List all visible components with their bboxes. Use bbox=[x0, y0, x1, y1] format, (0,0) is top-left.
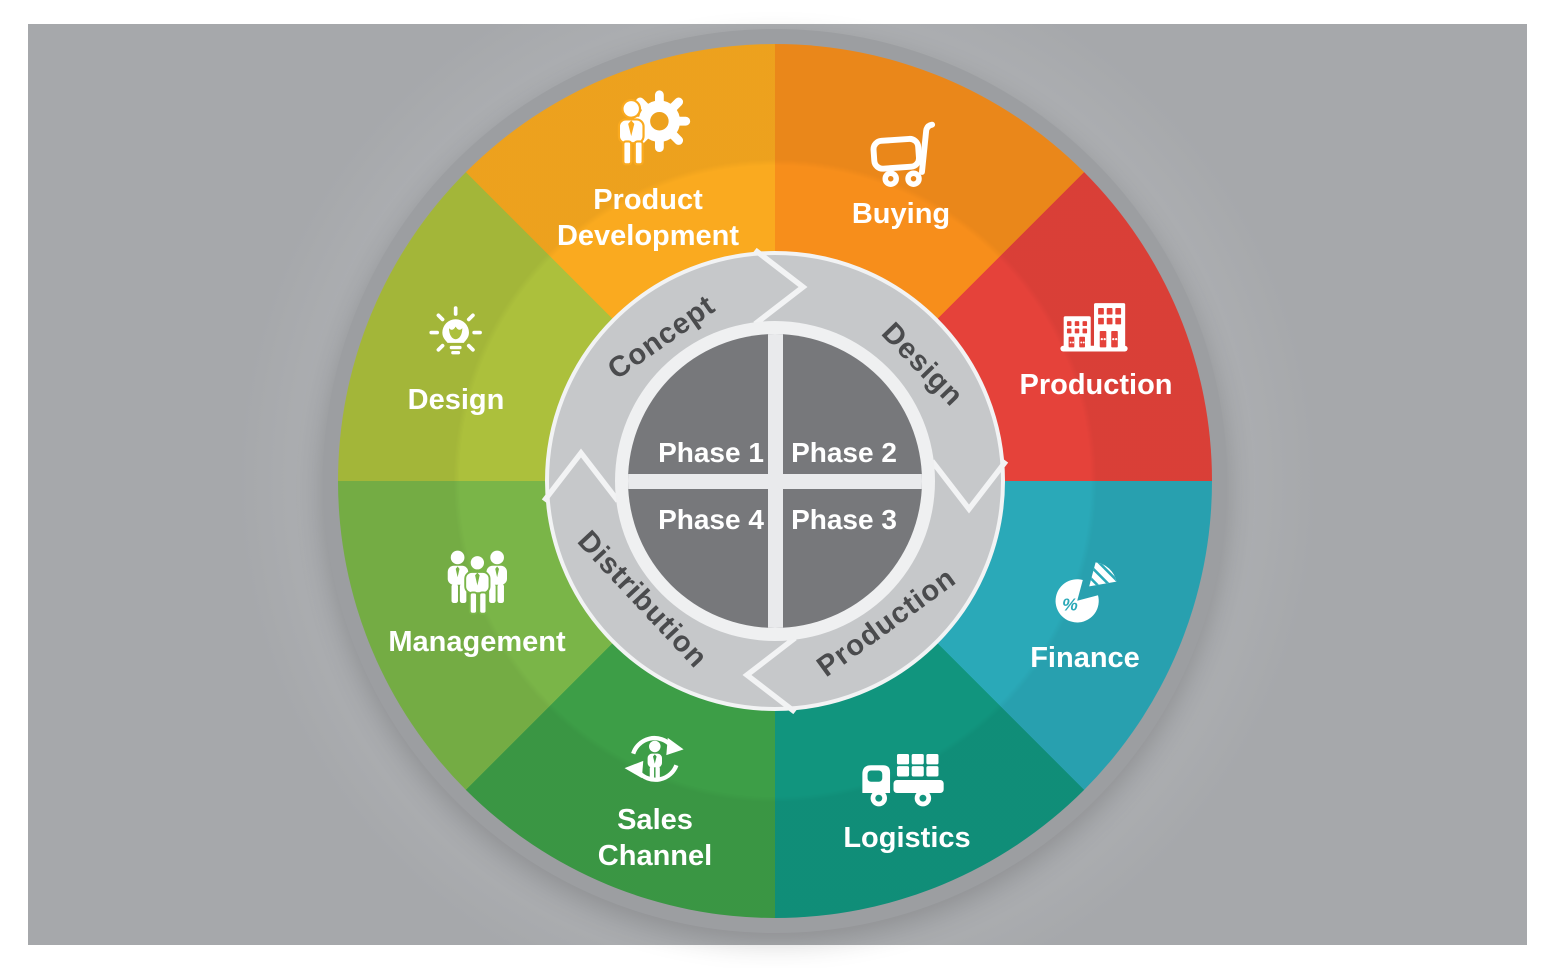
segment-label-line: Development bbox=[556, 220, 740, 252]
person-cycle-icon bbox=[624, 735, 684, 782]
segment-label: Production bbox=[1019, 367, 1172, 403]
arrow-chevron-icon bbox=[932, 461, 1006, 509]
pie-chart-icon: % bbox=[1055, 562, 1117, 623]
hub-divider-vertical bbox=[768, 334, 783, 628]
segment-label-line: Product bbox=[593, 184, 703, 216]
segment-production: Production bbox=[1019, 298, 1173, 403]
segment-buying: Buying bbox=[852, 112, 950, 232]
cycle-arrows bbox=[315, 247, 1235, 941]
segment-design: Design bbox=[408, 300, 505, 418]
segment-management: Management bbox=[388, 546, 566, 660]
segment-label-line: Logistics bbox=[843, 822, 971, 854]
arrow-chevron-icon bbox=[747, 638, 795, 712]
phase-3-label: Phase 3 bbox=[791, 504, 897, 535]
segment-label: Sales Channel bbox=[598, 802, 712, 874]
factory-buildings-icon bbox=[1059, 303, 1128, 352]
shopping-cart-icon bbox=[870, 121, 936, 187]
segment-label-line: Channel bbox=[597, 840, 713, 872]
person-gear-icon bbox=[617, 90, 691, 166]
segment-logistics: Logistics bbox=[843, 748, 971, 856]
segment-label-line: Buying bbox=[851, 198, 951, 230]
segment-label-line: Production bbox=[1019, 369, 1173, 401]
segment-label-line: Management bbox=[388, 626, 566, 658]
lightbulb-icon bbox=[429, 306, 483, 355]
segment-sales-channel: Sales Channel bbox=[598, 722, 712, 874]
segment-label: Buying bbox=[852, 196, 950, 232]
phase-hub: Phase 1 Phase 2 Phase 3 Phase 4 bbox=[628, 334, 922, 628]
phase-4-label: Phase 4 bbox=[658, 504, 764, 535]
segment-label: Finance bbox=[1030, 640, 1140, 676]
arrow-chevron-icon bbox=[753, 247, 808, 327]
segment-label: Management bbox=[388, 624, 565, 660]
segment-finance: % Finance bbox=[1030, 552, 1140, 676]
segment-label: Design bbox=[408, 382, 505, 418]
team-people-icon bbox=[447, 550, 507, 615]
phase-2-label: Phase 2 bbox=[791, 437, 897, 468]
segment-label-line: Design bbox=[407, 384, 505, 416]
segment-label: Product Development bbox=[557, 182, 739, 254]
svg-text:%: % bbox=[1062, 594, 1078, 614]
phase-1-label: Phase 1 bbox=[658, 437, 764, 468]
segment-product-development: Product Development bbox=[557, 86, 739, 254]
delivery-truck-icon bbox=[862, 754, 944, 807]
segment-label: Logistics bbox=[843, 820, 970, 856]
segment-label-line: Finance bbox=[1030, 642, 1140, 674]
arrow-chevron-icon bbox=[544, 453, 618, 501]
segment-label-line: Sales bbox=[617, 804, 693, 836]
